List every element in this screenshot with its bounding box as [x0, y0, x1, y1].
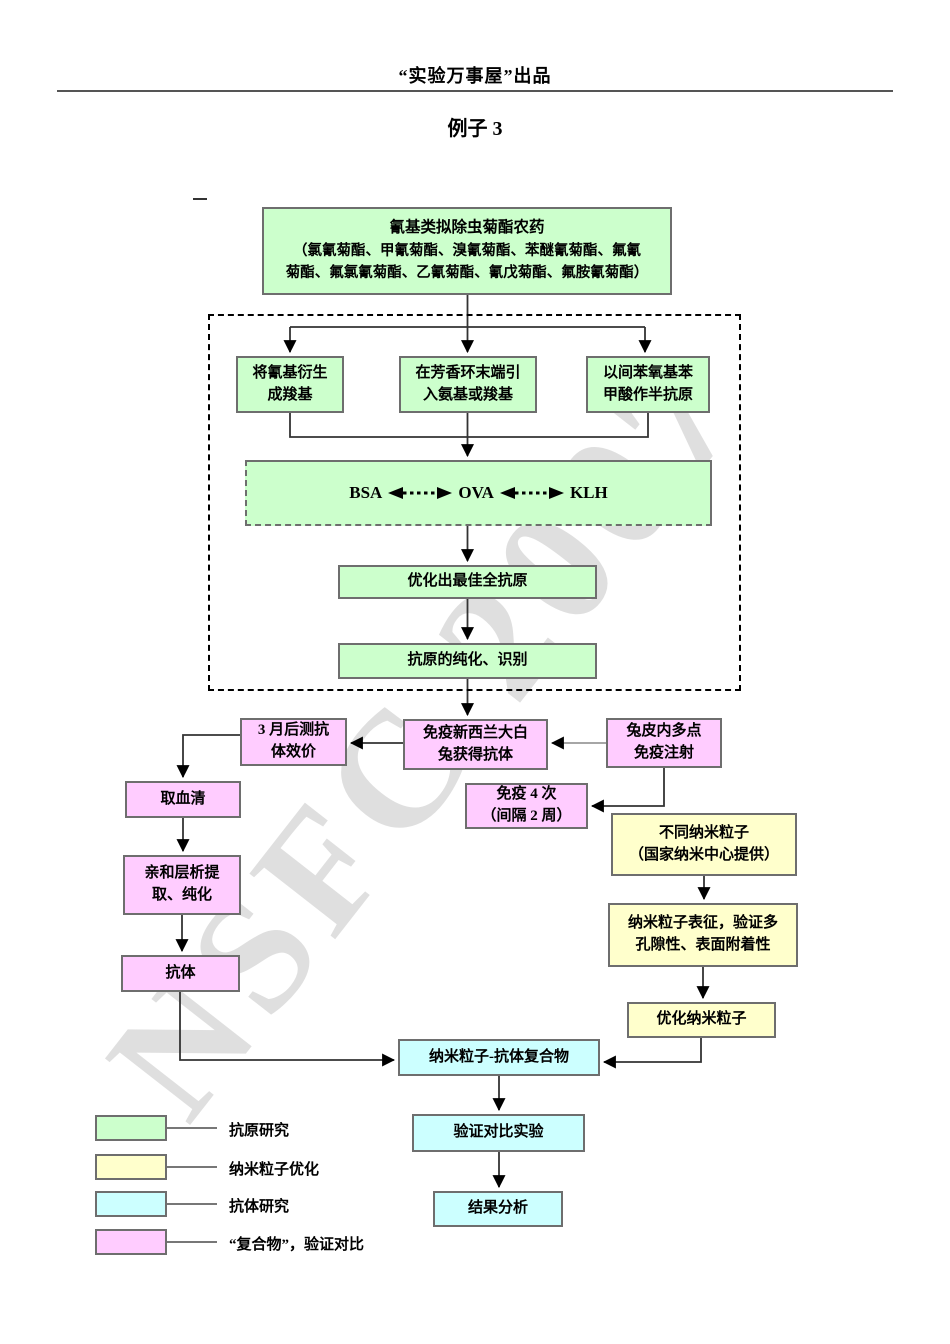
node-pesticide: 氰基类拟除虫菊酯农药 （氯氰菊酯、甲氰菊酯、溴氰菊酯、苯醚氰菊酯、氟氰 菊酯、氟… [262, 207, 672, 295]
node-pesticide-title: 氰基类拟除虫菊酯农药 [389, 219, 545, 237]
carrier-bsa-label: BSA [349, 482, 383, 502]
node-titer-test: 3 月后测抗 体效价 [240, 718, 347, 766]
node-nano-particles: 不同纳米粒子 （国家纳米中心提供） [611, 813, 797, 876]
header-divider [57, 90, 893, 92]
node-purify-antigen: 抗原的纯化、识别 [338, 643, 597, 679]
legend-label-antigen: 抗原研究 [229, 1123, 290, 1139]
legend-swatch-antigen [95, 1115, 167, 1141]
legend-swatch-antibody [95, 1191, 167, 1217]
node-pesticide-list: （氯氰菊酯、甲氰菊酯、溴氰菊酯、苯醚氰菊酯、氟氰 菊酯、氟氯氰菊酯、乙氰菊酯、氰… [285, 242, 649, 282]
page-title: 例子 3 [447, 118, 503, 140]
antigen-research-dashed-zone [208, 314, 741, 691]
node-intradermal-injection: 兔皮内多点 免疫注射 [606, 718, 722, 768]
node-affinity-purify: 亲和层析提 取、纯化 [123, 855, 241, 915]
node-antibody: 抗体 [121, 955, 240, 992]
double-dashed-arrow-icon [499, 486, 564, 499]
legend-label-antibody: 抗体研究 [229, 1199, 290, 1215]
legend-connector [167, 1127, 217, 1129]
legend-connector [167, 1166, 217, 1168]
node-hapten: 以间苯氧基苯 甲酸作半抗原 [586, 356, 710, 413]
node-conjugate: 纳米粒子-抗体复合物 [398, 1039, 600, 1076]
carrier-ova-label: OVA [458, 482, 494, 502]
node-aromatic-ring: 在芳香环末端引 入氨基或羧基 [399, 356, 537, 413]
legend-label-conjugate: “复合物”，验证对比 [229, 1237, 365, 1253]
node-optimize-nano: 优化纳米粒子 [627, 1002, 776, 1038]
node-nano-characterize: 纳米粒子表征，验证多 孔隙性、表面附着性 [608, 903, 798, 967]
legend-swatch-conjugate [95, 1229, 167, 1255]
node-immunize-rabbit: 免疫新西兰大白 兔获得抗体 [403, 719, 548, 770]
stray-dash-mark [193, 198, 207, 200]
node-derive-cyano: 将氰基衍生 成羧基 [236, 356, 344, 413]
node-carrier-proteins: BSA OVA KLH [245, 460, 712, 526]
page-credit: “实验万事屋”出品 [398, 66, 552, 86]
node-validation: 验证对比实验 [412, 1114, 585, 1152]
legend-connector [167, 1203, 217, 1205]
carrier-klh-label: KLH [569, 482, 608, 502]
node-optimize-antigen: 优化出最佳全抗原 [338, 565, 597, 599]
legend-connector [167, 1241, 217, 1243]
node-immunize-times: 免疫 4 次 （间隔 2 周） [465, 783, 588, 829]
node-serum: 取血清 [125, 781, 241, 818]
legend-swatch-nano [95, 1154, 167, 1180]
double-dashed-arrow-icon [388, 486, 453, 499]
node-analysis: 结果分析 [433, 1191, 563, 1227]
legend-label-nano: 纳米粒子优化 [229, 1162, 320, 1178]
